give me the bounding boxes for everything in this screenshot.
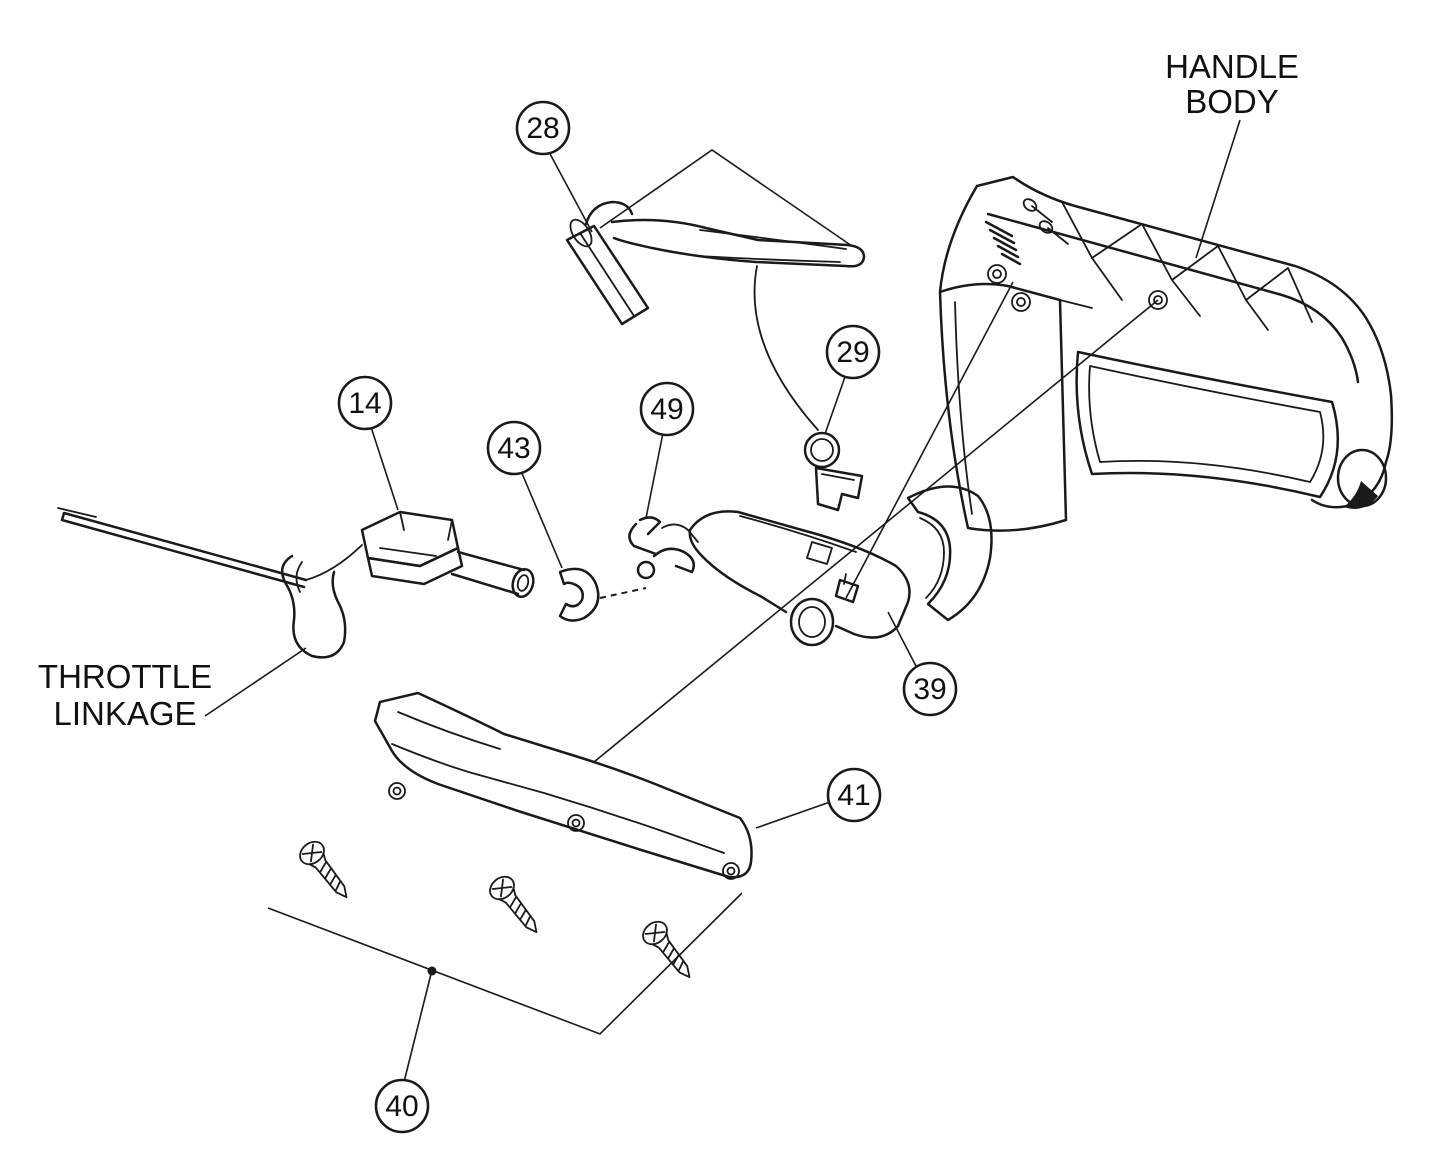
callout-39: 39 bbox=[902, 661, 958, 717]
callout-49: 49 bbox=[639, 381, 695, 437]
callout-39-number: 39 bbox=[913, 673, 946, 706]
callout-40: 40 bbox=[374, 1078, 430, 1134]
reference-line-trigger bbox=[845, 281, 1014, 599]
handle-body-label-line2: BODY bbox=[1185, 83, 1279, 120]
alignment-dashed-line bbox=[599, 587, 647, 599]
callout-43-number: 43 bbox=[497, 432, 530, 465]
callout-41-number: 41 bbox=[837, 779, 870, 812]
wire-clip-drawing bbox=[628, 516, 699, 580]
upper-trigger-drawing bbox=[565, 149, 866, 431]
handle-body-label: HANDLE BODY bbox=[1165, 48, 1299, 120]
callout-14: 14 bbox=[337, 375, 393, 431]
callout-leader-lines bbox=[204, 119, 1241, 1083]
screw-plane-lines bbox=[267, 892, 743, 1035]
half-ring-drawing bbox=[558, 567, 647, 622]
throttle-linkage-label-line1: THROTTLE bbox=[38, 658, 212, 695]
throttle-linkage-label: THROTTLE LINKAGE bbox=[38, 658, 212, 732]
handle-body-label-line1: HANDLE bbox=[1165, 48, 1299, 85]
ring-part-drawing bbox=[803, 431, 841, 469]
screw-1 bbox=[294, 836, 358, 907]
callout-28: 28 bbox=[515, 100, 571, 156]
trigger-housing-drawing bbox=[688, 466, 993, 647]
throttle-linkage-label-line2: LINKAGE bbox=[53, 695, 196, 732]
callout-40-number: 40 bbox=[385, 1090, 418, 1123]
throttle-linkage-drawing bbox=[57, 507, 535, 659]
handle-body-drawing bbox=[938, 175, 1394, 532]
cover-plate-drawing bbox=[373, 691, 753, 880]
screw-3 bbox=[637, 916, 701, 987]
callout-29: 29 bbox=[825, 324, 881, 380]
screw-2 bbox=[484, 871, 548, 942]
callout-41: 41 bbox=[826, 767, 882, 823]
callout-43: 43 bbox=[486, 420, 542, 476]
callout-29-number: 29 bbox=[836, 336, 869, 369]
callout-49-number: 49 bbox=[650, 393, 683, 426]
reference-line-plate bbox=[593, 299, 1159, 763]
screw-plane-point bbox=[427, 966, 437, 976]
callout-14-number: 14 bbox=[348, 387, 381, 420]
callout-28-number: 28 bbox=[526, 112, 559, 145]
